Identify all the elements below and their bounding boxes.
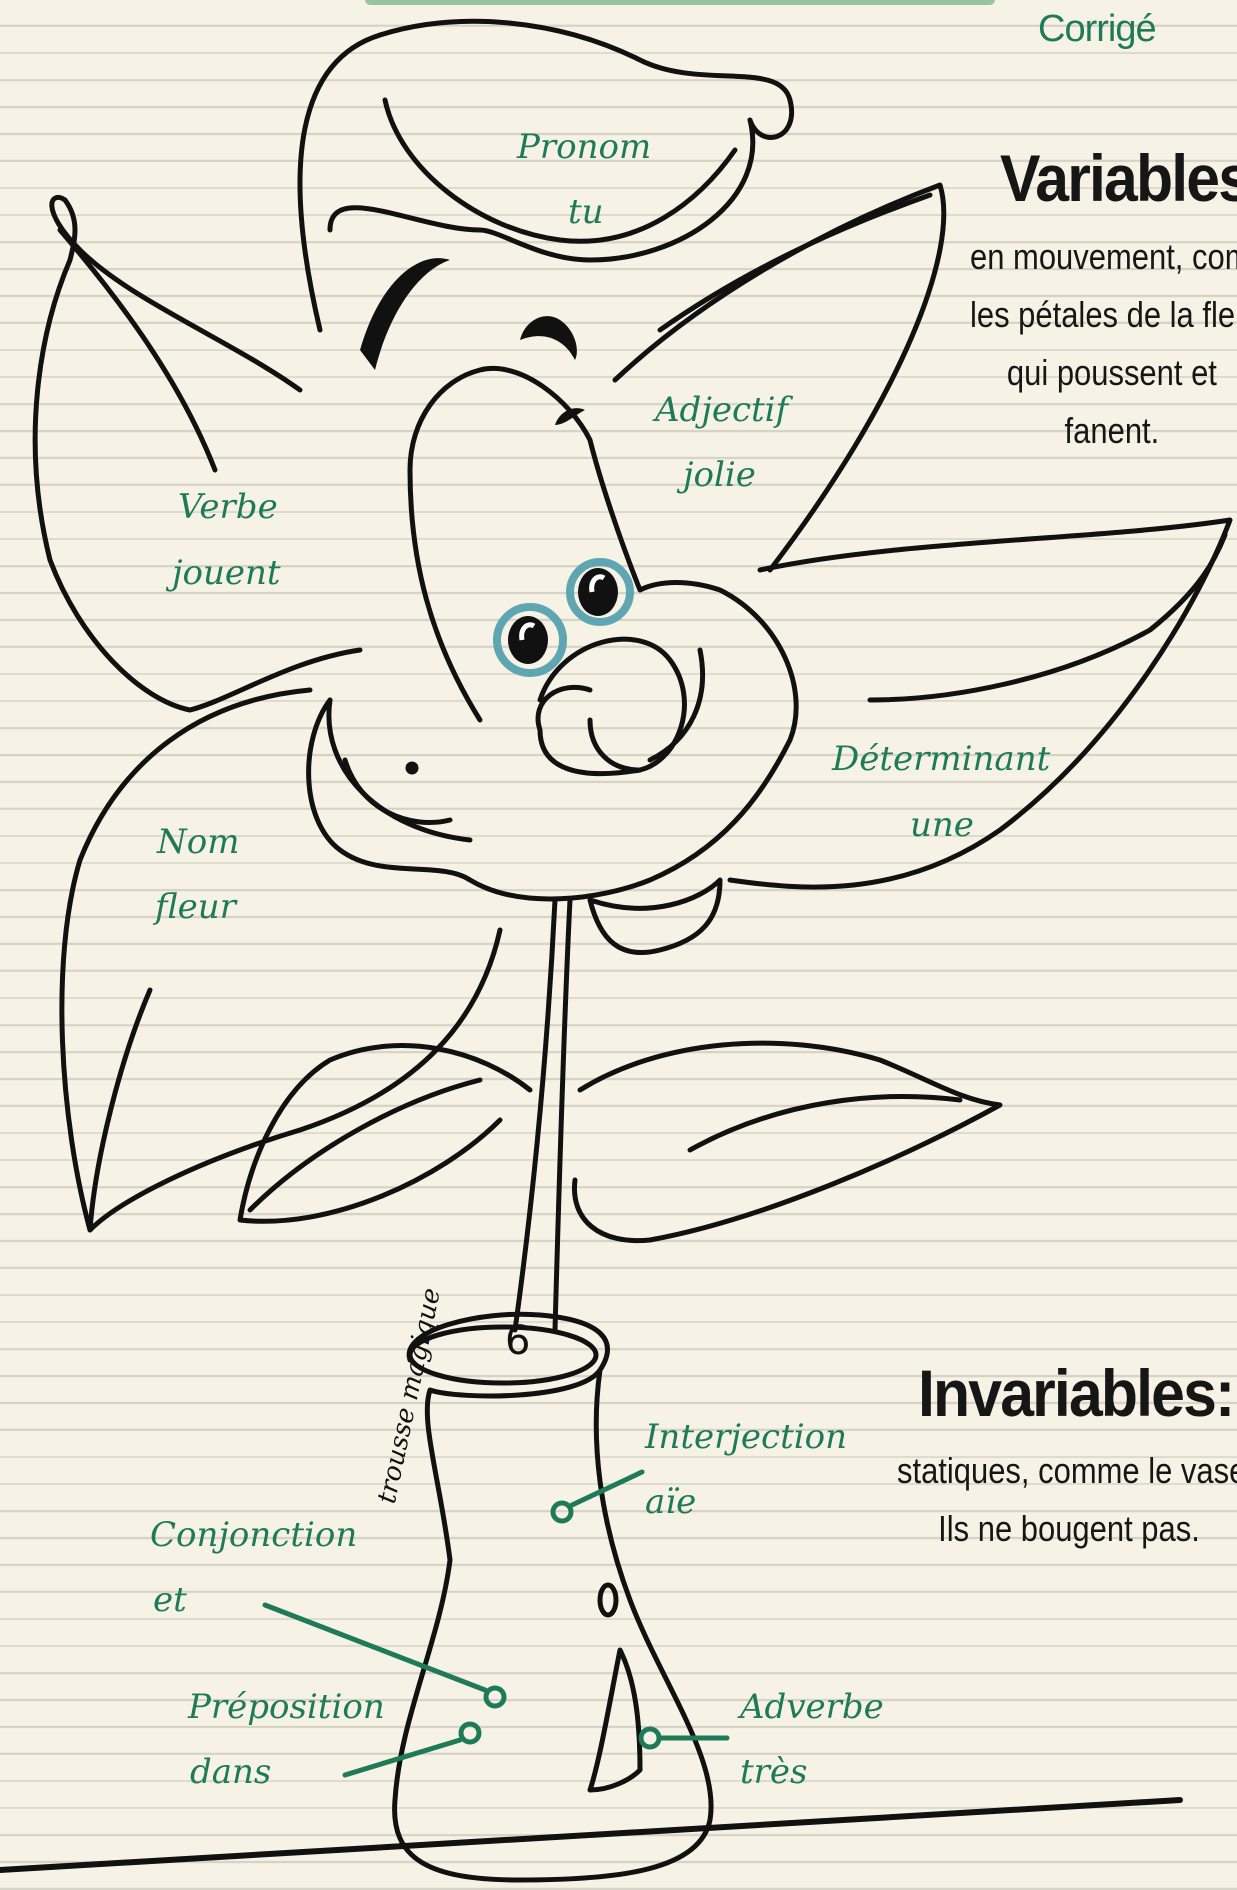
invariables-description-line: Ils ne bougent pas. bbox=[897, 1500, 1237, 1558]
variables-heading: Variables bbox=[1000, 140, 1237, 216]
petal-determinant-category: Déterminant bbox=[832, 742, 1050, 776]
petal-pronom-category: Pronom bbox=[517, 130, 651, 164]
preposition-example: dans bbox=[190, 1755, 271, 1789]
variables-description-line: fanent. bbox=[970, 402, 1237, 460]
vase bbox=[395, 1314, 712, 1880]
eyes bbox=[497, 562, 630, 673]
variables-description: en mouvement, comme les pétales de la fl… bbox=[970, 228, 1237, 468]
variables-description-line: qui poussent et bbox=[970, 344, 1237, 402]
face bbox=[309, 368, 797, 898]
petal-pronom-example: tu bbox=[568, 195, 604, 229]
petal-verbe-category: Verbe bbox=[178, 490, 278, 524]
vase-number: 6 bbox=[505, 1318, 530, 1364]
petal-nom-example: fleur bbox=[155, 890, 236, 924]
adverbe-example: très bbox=[740, 1755, 808, 1789]
petal-adjectif bbox=[615, 185, 944, 570]
invariables-description: statiques, comme le vase. Ils ne bougent… bbox=[897, 1442, 1237, 1562]
corrige-label: Corrigé bbox=[1038, 8, 1156, 51]
conjonction-pointer bbox=[265, 1605, 485, 1690]
stem bbox=[515, 900, 555, 1330]
conjonction-category: Conjonction bbox=[150, 1518, 357, 1552]
petal-verbe-example: jouent bbox=[172, 556, 281, 590]
petal-nom-category: Nom bbox=[157, 825, 239, 859]
petal-adjectif-example: jolie bbox=[683, 458, 756, 492]
petal-determinant-example: une bbox=[910, 808, 974, 842]
interjection-category: Interjection bbox=[645, 1420, 847, 1454]
preposition-category: Préposition bbox=[188, 1690, 385, 1724]
petal-verbe bbox=[35, 197, 360, 710]
leaf-right bbox=[574, 1043, 1000, 1241]
interjection-example: aïe bbox=[645, 1485, 696, 1519]
variables-description-line: les pétales de la fleur bbox=[970, 286, 1237, 344]
interjection-pointer bbox=[572, 1472, 642, 1505]
conjonction-example: et bbox=[153, 1583, 187, 1617]
petal-nom bbox=[62, 690, 500, 1230]
invariables-description-line: statiques, comme le vase. bbox=[897, 1442, 1237, 1500]
invariables-heading: Invariables: bbox=[918, 1355, 1233, 1431]
petal-determinant bbox=[730, 520, 1230, 887]
petal-adjectif-category: Adjectif bbox=[655, 393, 788, 427]
variables-description-line: en mouvement, comme bbox=[970, 228, 1237, 286]
adverbe-category: Adverbe bbox=[740, 1690, 884, 1724]
